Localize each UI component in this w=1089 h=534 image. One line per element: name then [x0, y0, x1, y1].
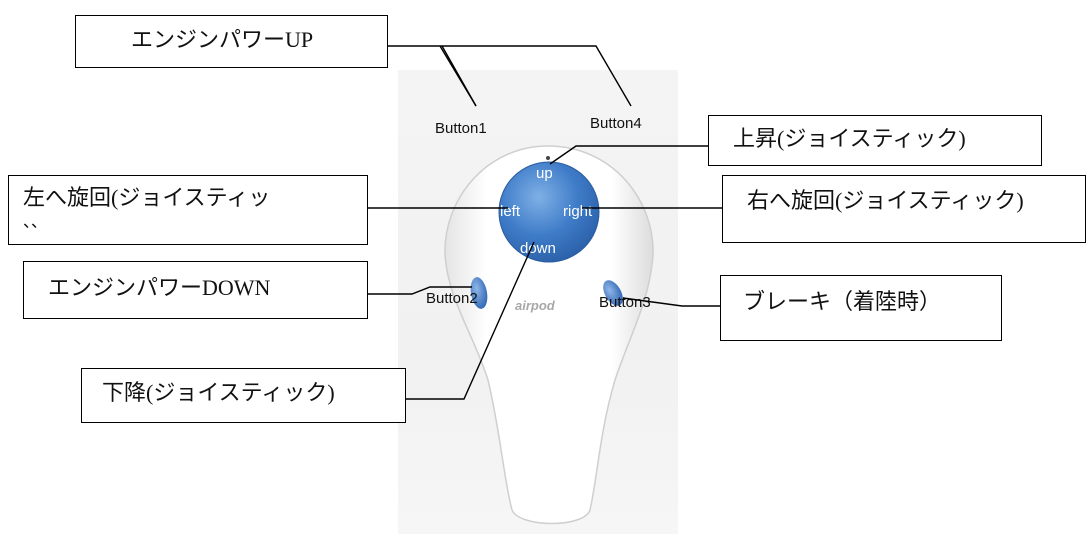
label-descend: 下降(ジョイスティック)	[81, 368, 406, 423]
callout-engine-down	[368, 286, 472, 295]
label-brake: ブレーキ（着陸時）	[720, 275, 1002, 341]
remote-body	[444, 145, 654, 525]
pad-left-label: left	[500, 203, 521, 220]
label-engine-power-up: エンジンパワーUP	[75, 15, 388, 68]
pad-down-label: down	[520, 240, 556, 257]
label-turn-right: 右へ旋回(ジョイスティック)	[722, 175, 1086, 243]
button1-label: Button1	[435, 120, 487, 137]
label-descend-text: 下降(ジョイスティック)	[102, 380, 335, 405]
callout-engine-up-left	[439, 45, 477, 107]
label-turn-left-overflow: 、、	[23, 214, 48, 231]
label-engine-power-down: エンジンパワーDOWN	[23, 261, 368, 319]
button2-shape[interactable]	[468, 276, 489, 310]
label-turn-left-text: 左へ旋回(ジョイスティッ	[23, 185, 271, 210]
label-engine-power-up-text: エンジンパワーUP	[131, 27, 314, 52]
button3-shape[interactable]	[599, 277, 627, 309]
callout-descend	[406, 241, 535, 400]
label-brake-text: ブレーキ（着陸時）	[743, 289, 942, 314]
button4-label: Button4	[590, 115, 642, 132]
callout-brake	[622, 297, 720, 307]
pad-up-label: up	[536, 165, 553, 182]
label-rise-text: 上昇(ジョイスティック)	[733, 126, 966, 151]
joystick-pad[interactable]: up left right down	[498, 161, 600, 263]
label-turn-right-text: 右へ旋回(ジョイスティック)	[747, 188, 1024, 213]
callout-rise	[549, 145, 708, 165]
pad-right-label: right	[563, 203, 593, 220]
indicator-dot	[546, 156, 550, 160]
callout-engine-up	[388, 45, 632, 107]
label-turn-left: 左へ旋回(ジョイスティッ 、、	[8, 175, 368, 245]
button3-label: Button3	[599, 294, 651, 311]
brand-logo: airpod	[515, 298, 556, 313]
button2-label: Button2	[426, 290, 478, 307]
label-engine-power-down-text: エンジンパワーDOWN	[48, 275, 271, 300]
label-rise: 上昇(ジョイスティック)	[708, 115, 1042, 166]
